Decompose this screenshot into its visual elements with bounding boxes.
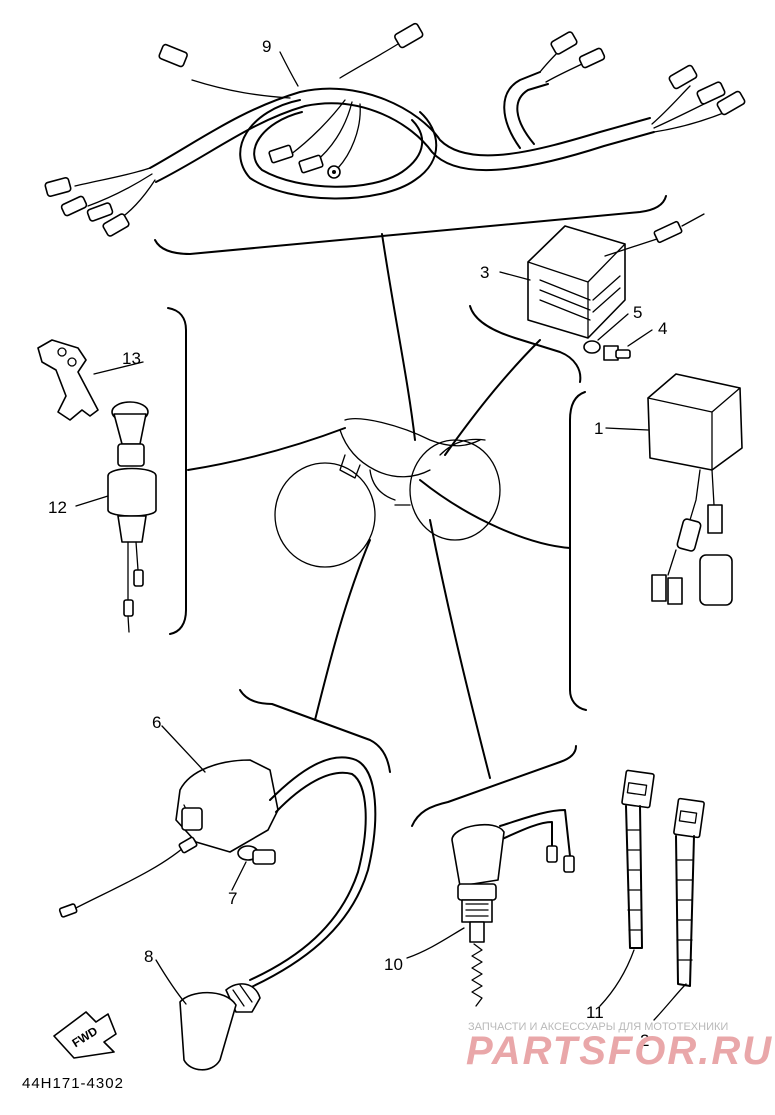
suppressor-bracket [411,745,577,827]
cable-tie-11 [621,769,655,949]
bolt-4 [603,345,631,361]
coil-screw [237,845,276,865]
callout-11: 11 [586,1003,604,1022]
cable-tie-2 [673,797,705,987]
starter-bracket [167,307,187,635]
regulator [527,213,705,339]
cdi-unit [647,373,743,606]
callout-leaders [75,51,687,1021]
motorcycle-outline [274,418,501,568]
watermark-brand: PARTSFOR.RU [466,1029,773,1073]
washer [583,340,601,354]
ignition-coil [58,756,377,991]
callout-8: 8 [144,947,153,966]
callout-10: 10 [384,955,403,974]
callout-3: 3 [480,263,489,282]
harness-bracket [154,195,667,255]
drawing-code: 44H171-4302 [22,1075,124,1092]
callout-5: 5 [633,303,642,322]
plug-cap [179,983,261,1071]
wire-harness [44,22,746,237]
starter-knob [107,401,157,633]
callout-2: 2 [640,1031,649,1050]
choke-bracket [37,339,99,421]
callout-6: 6 [152,713,161,732]
coil-bracket [239,689,391,773]
callout-7: 7 [228,889,237,908]
cdi-bracket [569,391,587,711]
callout-9: 9 [262,37,271,56]
watermark-tagline: ЗАПЧАСТИ И АКСЕССУАРЫ ДЛЯ МОТОТЕХНИКИ [468,1021,728,1033]
callout-12: 12 [48,498,67,517]
regulator-bracket [469,305,582,383]
noise-suppressor [451,809,575,1007]
leader-lines [187,233,571,779]
callout-4: 4 [658,319,667,338]
fwd-arrow: FWD [53,1011,117,1059]
callout-1: 1 [594,419,603,438]
callout-13: 13 [122,349,141,368]
